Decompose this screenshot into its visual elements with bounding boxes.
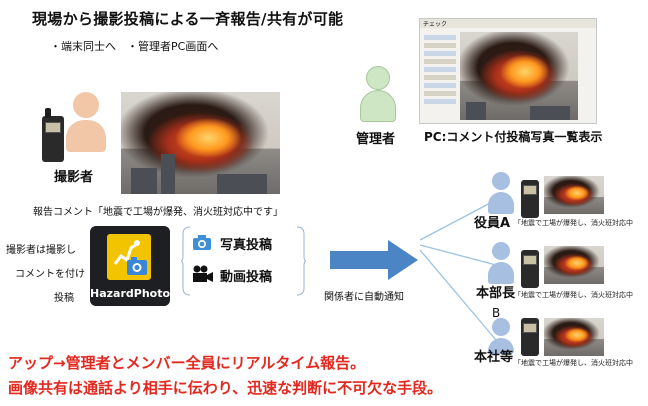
camera-icon (193, 235, 211, 250)
slide-title: 現場から撮影投稿による一斉報告/共有が可能 (32, 10, 344, 28)
photo-post-label: 写真投稿 (220, 238, 273, 253)
radio-device-icon (42, 108, 64, 162)
app-name: HazardPhoto (90, 287, 171, 300)
video-post-label: 動画投稿 (220, 270, 273, 285)
right-bracket (296, 226, 306, 296)
pc-window-title: チェック (423, 21, 448, 28)
pc-sidebar (424, 32, 456, 118)
recipient-icon-3 (488, 318, 514, 354)
pc-caption: PC:コメント付投稿写真一覧表示 (424, 130, 603, 144)
report-comment: 報告コメント「地震で工場が爆発、消火班対応中です」 (33, 207, 283, 218)
video-camera-icon (193, 265, 213, 282)
slide-subtitle: ・端末同士へ ・管理者PC画面へ (50, 40, 219, 53)
recipient-caption-3: 「地震で工場が爆発し、消火班対応中 (514, 359, 633, 367)
recipient-caption-1: 「地震で工場が爆発し、消火班対応中 (514, 219, 633, 227)
photo-post-action[interactable]: 写真投稿 (192, 234, 312, 256)
recipient-caption-2: 「地震で工場が爆発し、消火班対応中 (514, 291, 633, 299)
footer-line-2: 画像共有は通話より相手に伝わり、迅速な判断に不可欠な手段。 (8, 379, 443, 397)
recipient-icon-2 (488, 242, 514, 284)
recipient-label-2: 本部長 (476, 286, 516, 301)
recipient-label-3: 本社等 (474, 350, 514, 365)
photographer-icon (66, 92, 106, 152)
recipient-photo-1 (544, 176, 604, 214)
distribution-lines (419, 199, 497, 341)
notify-label: 関係者に自動通知 (324, 292, 404, 303)
note-line-2: コメントを付け (15, 269, 85, 280)
left-bracket (181, 226, 191, 296)
pc-window: チェック (419, 18, 597, 124)
recipient-photo-2 (544, 246, 604, 284)
stray-letter-b: B (492, 306, 501, 320)
admin-label: 管理者 (356, 132, 396, 147)
pc-fire-photo (460, 32, 578, 120)
notify-arrow (330, 240, 418, 280)
recipient-radio-2 (521, 250, 539, 288)
note-line-1: 撮影者は撮影し (6, 245, 76, 256)
app-map-icon (107, 234, 151, 280)
recipient-icon-1 (488, 172, 514, 214)
fire-photo (121, 92, 280, 194)
recipient-photo-3 (544, 318, 604, 356)
photographer-label: 撮影者 (54, 170, 94, 185)
recipient-radio-3 (521, 318, 539, 356)
video-post-action[interactable]: 動画投稿 (192, 265, 312, 287)
note-line-3: 投稿 (54, 293, 74, 304)
hazardphoto-app-icon[interactable]: HazardPhoto (90, 226, 170, 306)
admin-icon (360, 66, 396, 122)
recipient-label-1: 役員A (474, 216, 511, 231)
recipient-radio-1 (521, 180, 539, 218)
footer-line-1: アップ→管理者とメンバー全員にリアルタイム報告。 (8, 354, 366, 372)
